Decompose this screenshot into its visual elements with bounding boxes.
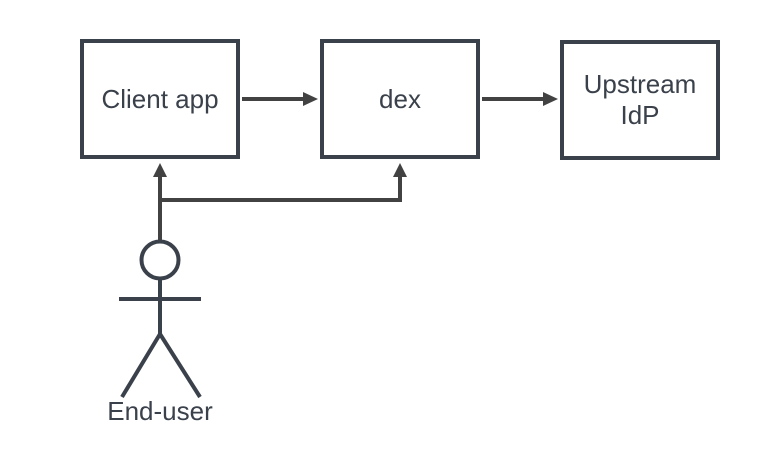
end-user-label: End-user [107, 396, 213, 426]
node-client-app: Client app [80, 39, 240, 159]
end-user-actor-right-leg [158, 332, 202, 399]
node-client-app-label: Client app [101, 83, 219, 114]
edge-client-to-dex-arrowhead-icon [303, 92, 318, 106]
node-dex: dex [320, 39, 480, 159]
edge-enduser-to-dex-line [160, 176, 402, 202]
node-upstream-idp-label: Upstream IdP [584, 69, 697, 131]
node-upstream-idp: Upstream IdP [560, 40, 720, 160]
end-user-actor-left-leg [120, 332, 162, 399]
edge-enduser-to-dex-arrowhead-icon [393, 163, 407, 177]
node-upstream-idp-label-line1: Upstream [583, 69, 697, 99]
edge-enduser-to-client-arrowhead-icon [153, 163, 167, 177]
node-upstream-idp-label-line2: IdP [620, 100, 660, 130]
edge-dex-to-upstream-arrowhead-icon [543, 92, 558, 106]
node-dex-label: dex [379, 83, 421, 114]
end-user-actor-head [139, 239, 181, 281]
